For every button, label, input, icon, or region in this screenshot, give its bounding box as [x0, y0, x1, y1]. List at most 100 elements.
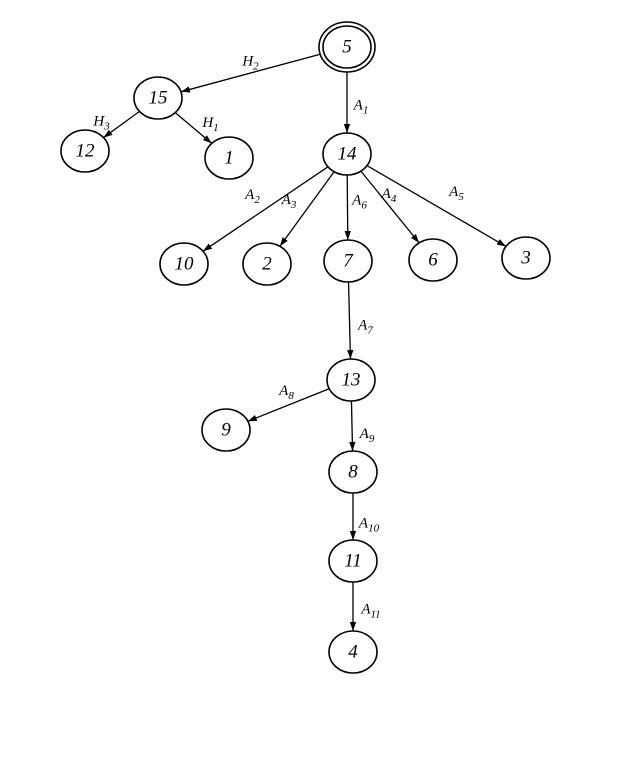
node-label: 4	[348, 641, 358, 662]
node-label: 6	[428, 249, 438, 270]
edge-label-index: 5	[458, 191, 464, 203]
node-15: 15	[133, 76, 183, 120]
node-8: 8	[328, 450, 378, 494]
edge-label-letter: A	[360, 602, 371, 618]
edge-label: A1	[353, 98, 369, 116]
edge-13-8: A9	[349, 400, 375, 452]
edge-arrow	[180, 53, 321, 93]
edge-13-9: A8	[247, 383, 330, 422]
edge-label: A5	[448, 184, 464, 202]
edge-arrow	[247, 388, 330, 422]
edge-label-index: 2	[253, 60, 259, 72]
edge-8-11: A10	[349, 493, 380, 540]
node-2: 2	[242, 242, 292, 286]
node-circle	[159, 242, 209, 286]
node-3: 3	[501, 236, 551, 280]
edge-label-letter: H	[92, 114, 105, 130]
node-circle	[60, 129, 110, 173]
edge-label-letter: H	[201, 115, 214, 131]
edge-label-letter: A	[351, 193, 362, 209]
node-6: 6	[408, 238, 458, 282]
edge-label-index: 6	[361, 199, 367, 211]
edge-arrow	[344, 174, 351, 241]
node-circle	[323, 239, 373, 283]
edge-label: A2	[244, 187, 260, 205]
edge-5-14: A1	[343, 72, 369, 133]
edge-label-letter: A	[357, 318, 368, 334]
edge-label-index: 3	[290, 199, 297, 211]
edge-label-letter: A	[278, 383, 289, 399]
node-9: 9	[201, 408, 251, 452]
edge-14-2: A3	[279, 171, 335, 247]
edge-label: H3	[92, 114, 110, 132]
edge-arrow	[366, 165, 507, 247]
edge-label-letter: H	[241, 54, 254, 70]
edge-14-3: A5	[366, 165, 507, 247]
edge-label: A9	[359, 426, 375, 444]
edge-14-10: A2	[202, 166, 329, 252]
edge-label-index: 11	[370, 608, 380, 620]
edge-label: A11	[360, 602, 380, 620]
node-circle	[326, 358, 376, 402]
node-label: 13	[342, 369, 361, 390]
edge-arrow	[202, 166, 329, 252]
node-label: 3	[520, 247, 531, 268]
node-label: 15	[149, 87, 168, 108]
edge-arrow	[279, 171, 335, 247]
edge-arrow	[347, 281, 354, 360]
edge-label: A6	[351, 193, 367, 211]
edge-arrow	[360, 170, 420, 244]
edge-15-12: H3	[92, 110, 140, 139]
node-circle	[501, 236, 551, 280]
edge-label: H1	[201, 115, 218, 133]
node-label: 8	[348, 461, 358, 482]
node-5: 5	[318, 21, 376, 73]
node-label: 2	[262, 253, 272, 274]
edge-label: A7	[357, 318, 373, 336]
node-10: 10	[159, 242, 209, 286]
edge-label-index: 10	[368, 522, 380, 534]
node-label: 14	[338, 143, 358, 164]
edge-label-index: 7	[367, 324, 373, 336]
node-12: 12	[60, 129, 110, 173]
edge-label-letter: A	[448, 184, 459, 200]
edge-label-index: 1	[213, 122, 219, 134]
edge-label: H2	[241, 54, 259, 72]
edge-14-6: A4	[360, 170, 420, 244]
edge-14-7: A6	[344, 174, 367, 241]
edge-label-letter: A	[381, 186, 392, 202]
edge-15-1: H1	[174, 112, 219, 144]
node-label: 10	[175, 253, 195, 274]
edge-label-index: 9	[369, 433, 375, 445]
edge-label: A10	[358, 516, 380, 534]
node-circle	[322, 132, 372, 176]
edge-11-4: A11	[349, 582, 381, 631]
node-label: 9	[221, 419, 231, 440]
node-label: 7	[343, 250, 354, 271]
node-label: 1	[224, 147, 234, 168]
node-circle	[201, 408, 251, 452]
edge-label-letter: A	[244, 187, 255, 203]
node-4: 4	[328, 630, 378, 674]
node-7: 7	[323, 239, 373, 283]
node-circle	[322, 25, 372, 69]
edge-5-15: H2	[180, 53, 321, 93]
edge-arrow	[349, 400, 356, 452]
edge-label-letter: A	[281, 192, 292, 208]
edge-arrow	[103, 110, 140, 139]
node-circle	[133, 76, 183, 120]
edge-label: A4	[381, 186, 397, 204]
node-14: 14	[322, 132, 372, 176]
node-label: 5	[342, 36, 352, 57]
edge-arrow	[174, 112, 213, 144]
edge-label-index: 1	[363, 104, 369, 116]
edge-label-letter: A	[358, 516, 369, 532]
edge-label-index: 2	[254, 194, 260, 206]
node-circle	[408, 238, 458, 282]
edge-label-letter: A	[359, 426, 370, 442]
node-circle	[328, 450, 378, 494]
